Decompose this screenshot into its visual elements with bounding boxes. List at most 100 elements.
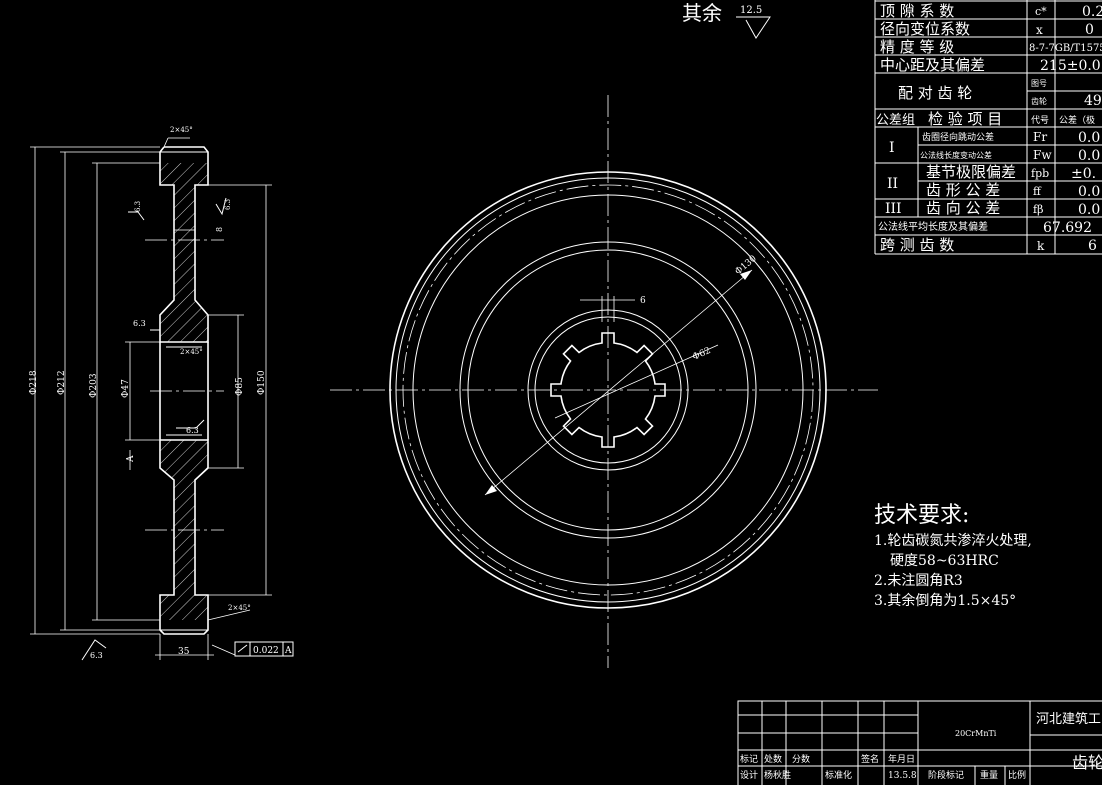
leader-d62 xyxy=(554,344,719,419)
parameter-table: 顶 隙 系 数 c* 0.2 径向变位系数 x 0 精 度 等 级 8-7-7G… xyxy=(874,0,1102,255)
inspection-value-3: 0.0 xyxy=(1078,184,1100,200)
param-name-1: 径向变位系数 xyxy=(880,20,970,38)
dim-width: 35 xyxy=(178,647,190,657)
dim-web: 8 xyxy=(215,227,224,232)
part-name: 齿轮 xyxy=(1072,753,1102,772)
span-teeth-value: 6 xyxy=(1088,238,1097,254)
runout-icon xyxy=(237,644,248,653)
inspection-value-4: 0.0 xyxy=(1078,202,1100,218)
hatch-upper xyxy=(160,163,208,342)
chamfer-top: 2×45° xyxy=(170,126,193,134)
param-name-3: 中心距及其偏差 xyxy=(880,56,985,74)
section-view: Φ218 Φ212 Φ203 Φ47 Φ85 Φ150 35 8 2×45° xyxy=(29,126,294,661)
inspection-header-code: 代号 xyxy=(1031,115,1049,126)
mating-gear-value: 49 xyxy=(1084,93,1102,109)
param-name-0: 顶 隙 系 数 xyxy=(880,2,954,20)
inspection-group-0: I xyxy=(889,140,895,156)
common-normal-value: 67.692 xyxy=(1043,220,1092,236)
spline-bore xyxy=(550,332,666,448)
tech-item-1: 硬度58~63HRC xyxy=(890,553,999,569)
inspection-group-4: III xyxy=(885,201,902,217)
inspection-item-0: 齿圈径向跳动公差 xyxy=(922,131,994,143)
leader-d130 xyxy=(484,269,753,496)
inspection-group-2: II xyxy=(887,176,898,192)
dim-d203: Φ203 xyxy=(89,373,99,398)
dim-d218: Φ218 xyxy=(29,370,39,395)
param-name-2: 精 度 等 级 xyxy=(880,38,954,56)
mating-gear-sub2: 齿轮 xyxy=(1031,96,1047,106)
inspection-value-1: 0.0 xyxy=(1078,148,1100,164)
roughness-sym-5-icon xyxy=(81,639,107,661)
tb-stage: 阶段标记 xyxy=(928,769,964,781)
param-symbol-0: c* xyxy=(1035,5,1047,18)
roughness-label: 其余 xyxy=(682,1,722,25)
tb-r2-c0: 设计 xyxy=(740,769,758,781)
tb-scale: 比例 xyxy=(1008,769,1026,781)
tb-r1-c5: 年月日 xyxy=(888,753,915,765)
param-value-2: 8-7-7GB/T15753 xyxy=(1029,43,1102,54)
dim-d47: Φ47 xyxy=(121,379,131,398)
param-value-3: 215±0.0 xyxy=(1040,58,1101,74)
tech-item-2: 2.未注圆角R3 xyxy=(874,573,963,589)
tech-title: 技术要求: xyxy=(874,503,969,528)
tolerance-datum: A xyxy=(284,646,292,656)
datum-label: A xyxy=(126,455,136,463)
tb-r2-c1: 杨秋胜 xyxy=(764,769,791,781)
inspection-item-3: 齿 形 公 差 xyxy=(926,181,1000,199)
inspection-item-4: 齿 向 公 差 xyxy=(926,199,1000,217)
roughness-note: 其余 12.5 xyxy=(682,1,771,39)
tech-item-0: 1.轮齿碳氮共渗淬火处理, xyxy=(874,533,1032,549)
chamfer-bore: 2×45° xyxy=(180,348,203,356)
inspection-value-2: ±0. xyxy=(1071,166,1096,182)
roughness-value: 12.5 xyxy=(740,5,762,16)
inspection-code-2: fpb xyxy=(1031,167,1049,180)
front-view: Φ130 Φ62 6 xyxy=(330,95,878,668)
material: 20CrMnTi xyxy=(955,729,997,738)
dim-d85: Φ85 xyxy=(235,377,245,396)
span-teeth-label: 跨 测 齿 数 xyxy=(880,236,954,254)
school-name: 河北建筑工 xyxy=(1036,711,1101,727)
dim-d212: Φ212 xyxy=(57,370,67,395)
mating-gear-label: 配 对 齿 轮 xyxy=(898,84,972,102)
technical-requirements: 技术要求: 1.轮齿碳氮共渗淬火处理, 硬度58~63HRC 2.未注圆角R3 … xyxy=(874,503,1032,609)
param-value-1: 0 xyxy=(1085,22,1094,38)
param-symbol-1: x xyxy=(1036,23,1043,37)
roughness-sym-5: 6.3 xyxy=(90,651,103,660)
common-normal-label: 公法线平均长度及其偏差 xyxy=(878,220,988,233)
param-value-0: 0.2 xyxy=(1082,4,1102,20)
section-outline-lower xyxy=(159,439,209,635)
dim-key: 6 xyxy=(640,296,646,306)
roughness-symbol-icon xyxy=(736,16,771,39)
inspection-value-0: 0.0 xyxy=(1078,130,1100,146)
dim-d150: Φ150 xyxy=(257,370,267,395)
roughness-sym-2: 6.3 xyxy=(224,199,232,210)
tb-r1-c2: 分数 xyxy=(792,753,810,765)
dim-d62: Φ62 xyxy=(691,346,712,363)
tb-r1-c0: 标记 xyxy=(740,753,758,765)
inspection-code-4: fβ xyxy=(1033,203,1043,216)
span-teeth-symbol: k xyxy=(1037,239,1045,253)
inspection-header-tol: 公差（极 xyxy=(1059,114,1095,126)
tolerance-frame xyxy=(234,641,294,657)
tech-item-3: 3.其余倒角为1.5×45° xyxy=(874,592,1016,609)
inspection-item-1: 公法线长度变动公差 xyxy=(920,150,992,160)
tb-r1-c1: 处数 xyxy=(764,753,782,765)
tolerance-value: 0.022 xyxy=(253,646,279,656)
roughness-sym-1: 6.3 xyxy=(134,201,142,212)
tb-r2-c3: 标准化 xyxy=(825,769,852,781)
inspection-code-1: Fw xyxy=(1033,148,1052,162)
tb-r2-c5: 13.5.8 xyxy=(888,771,917,781)
roughness-sym-3: 6.3 xyxy=(133,319,146,328)
inspection-header-item: 检 验 项 目 xyxy=(928,110,1002,128)
inspection-code-3: ff xyxy=(1033,185,1042,198)
title-block: 20CrMnTi 河北建筑工 齿轮 标记 处数 分数 签名 年月日 设计 杨秋胜… xyxy=(737,700,1102,785)
chamfer-bottom: 2×45° xyxy=(228,604,251,612)
mating-gear-sub1: 图号 xyxy=(1031,79,1047,88)
inspection-code-0: Fr xyxy=(1033,130,1047,144)
tb-weight: 重量 xyxy=(980,769,998,781)
inspection-header-group: 公差组 xyxy=(876,113,915,128)
roughness-sym-4: 6.3 xyxy=(186,426,199,435)
inspection-item-2: 基节极限偏差 xyxy=(926,163,1016,181)
tb-r1-c4: 签名 xyxy=(861,753,879,765)
